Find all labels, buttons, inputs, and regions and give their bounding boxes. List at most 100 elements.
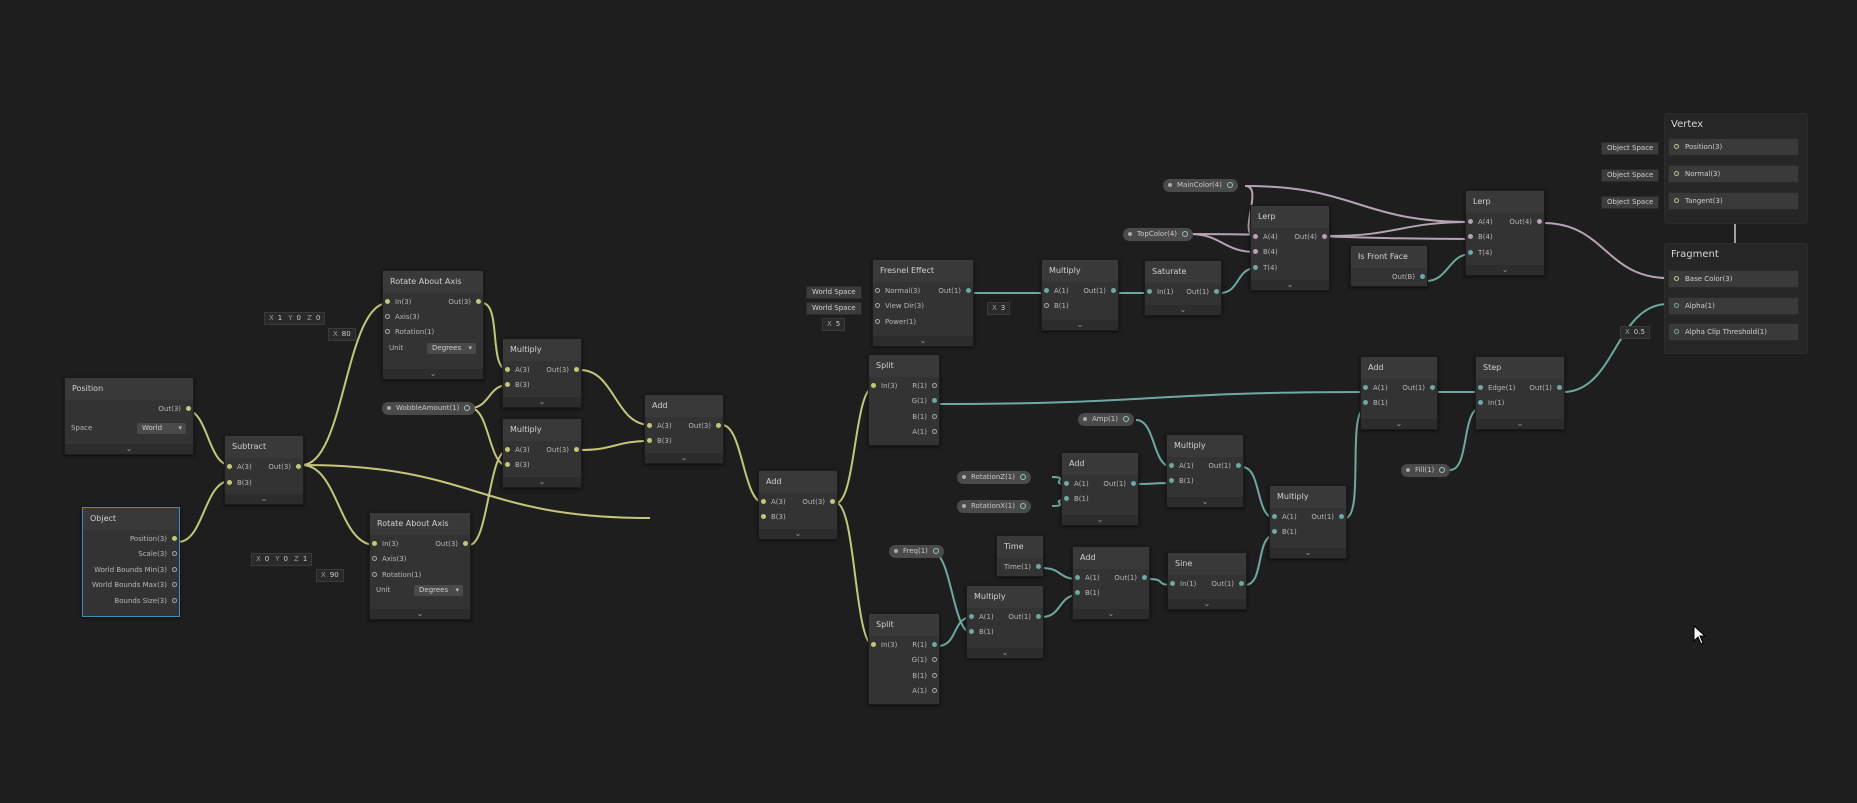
node-multiply-2[interactable]: Multiply A(3) B(3) Out(3) ⌄ <box>502 418 582 488</box>
port-a[interactable]: A(1) <box>1270 510 1297 524</box>
port-a[interactable]: A(4) <box>1466 215 1493 229</box>
node-sine[interactable]: Sine In(1) Out(1) ⌄ <box>1167 552 1247 610</box>
port-out[interactable]: Out(3) <box>688 419 723 433</box>
node-multiply-3[interactable]: Multiply A(1) B(1) Out(1) ⌄ <box>1041 259 1119 331</box>
chevron-down-icon[interactable]: ⌄ <box>1073 609 1149 619</box>
port-bounds-max[interactable]: World Bounds Max(3) <box>92 578 179 592</box>
port-in[interactable]: In(3) <box>383 295 411 309</box>
port-in[interactable]: In(3) <box>869 379 897 393</box>
port-b[interactable]: B(1) <box>1042 299 1069 313</box>
port-a[interactable]: A(1) <box>912 425 939 439</box>
chevron-down-icon[interactable]: ⌄ <box>1168 599 1246 609</box>
port-b[interactable]: B(3) <box>645 434 672 448</box>
port-b[interactable]: B(1) <box>1167 474 1194 488</box>
chevron-down-icon[interactable]: ⌄ <box>503 397 581 407</box>
node-object[interactable]: Object Position(3) Scale(3) World Bounds… <box>82 507 180 617</box>
port-axis[interactable]: Axis(3) <box>370 552 406 566</box>
port-a[interactable]: A(1) <box>1167 459 1194 473</box>
node-lerp-1[interactable]: Lerp A(4) B(4) T(4) Out(4) ⌄ <box>1250 205 1330 291</box>
port-position[interactable]: Position(3) <box>130 532 179 546</box>
port-b[interactable]: B(3) <box>225 476 252 490</box>
chevron-down-icon[interactable]: ⌄ <box>1466 265 1544 275</box>
port-t[interactable]: T(4) <box>1466 246 1492 260</box>
port-normal[interactable]: Normal(3) <box>873 284 920 298</box>
port-g[interactable]: G(1) <box>912 653 939 667</box>
fragment-block-alpha[interactable]: Alpha(1) <box>1668 297 1799 315</box>
port-bounds-min[interactable]: World Bounds Min(3) <box>94 563 179 577</box>
port-out[interactable]: Out(4) <box>1509 215 1544 229</box>
port-out[interactable]: Out(1) <box>1103 477 1138 491</box>
node-position[interactable]: Position Out(3) Space World ⌄ <box>64 377 194 455</box>
port-a[interactable]: A(4) <box>1251 230 1278 244</box>
port-in[interactable]: In(3) <box>869 638 897 652</box>
port-out[interactable]: Out(1) <box>1008 610 1043 624</box>
vertex-block-tangent[interactable]: Tangent(3) <box>1668 192 1799 210</box>
node-lerp-2[interactable]: Lerp A(4) B(4) T(4) Out(4) ⌄ <box>1465 190 1545 276</box>
port-b[interactable]: B(1) <box>1361 396 1388 410</box>
port-a[interactable]: A(3) <box>759 495 786 509</box>
port-a[interactable]: A(1) <box>1073 571 1100 585</box>
port-view-dir[interactable]: View Dir(3) <box>873 299 924 313</box>
unit-dropdown[interactable]: Degrees <box>427 343 476 354</box>
chevron-down-icon[interactable]: ⌄ <box>1042 320 1118 330</box>
property-wobble-amount[interactable]: WobbleAmount(1) <box>382 402 476 415</box>
chevron-down-icon[interactable]: ⌄ <box>65 444 193 454</box>
port-out[interactable]: Out(3) <box>268 460 303 474</box>
chevron-down-icon[interactable]: ⌄ <box>1062 515 1138 525</box>
port-b[interactable]: B(1) <box>1062 492 1089 506</box>
chevron-down-icon[interactable]: ⌄ <box>1270 548 1346 558</box>
node-add-3[interactable]: Add A(1) B(1) Out(1) ⌄ <box>1360 356 1438 430</box>
port-a[interactable]: A(1) <box>912 684 939 698</box>
vertex-normal-space[interactable]: Object Space <box>1601 169 1660 182</box>
port-time[interactable]: Time(1) <box>1004 560 1043 574</box>
node-saturate[interactable]: Saturate In(1) Out(1) ⌄ <box>1144 260 1222 316</box>
port-out[interactable]: Out(3) <box>435 537 470 551</box>
chevron-down-icon[interactable]: ⌄ <box>1145 305 1221 315</box>
property-rotation-z[interactable]: RotationZ(1) <box>957 471 1031 484</box>
port-out[interactable]: Out(3) <box>448 295 483 309</box>
fragment-block-base-color[interactable]: Base Color(3) <box>1668 270 1799 288</box>
port-power[interactable]: Power(1) <box>873 315 916 329</box>
chevron-down-icon[interactable]: ⌄ <box>225 494 303 504</box>
port-b[interactable]: B(3) <box>503 458 530 472</box>
port-a[interactable]: A(1) <box>1042 284 1069 298</box>
node-time[interactable]: Time Time(1) <box>996 535 1044 577</box>
port-b[interactable]: B(1) <box>1073 586 1100 600</box>
port-b[interactable]: B(3) <box>503 378 530 392</box>
vertex-block-position[interactable]: Position(3) <box>1668 138 1799 156</box>
chevron-down-icon[interactable]: ⌄ <box>503 477 581 487</box>
node-subtract[interactable]: Subtract A(3) B(3) Out(3) ⌄ <box>224 435 304 505</box>
chevron-down-icon[interactable]: ⌄ <box>370 609 470 619</box>
chevron-down-icon[interactable]: ⌄ <box>1361 419 1437 429</box>
chevron-down-icon[interactable]: ⌄ <box>1251 280 1329 290</box>
port-out[interactable]: Out(4) <box>1294 230 1329 244</box>
port-scale[interactable]: Scale(3) <box>138 547 179 561</box>
port-b[interactable]: B(1) <box>967 625 994 639</box>
port-out[interactable]: Out(B) <box>1392 270 1427 284</box>
port-b[interactable]: B(1) <box>1270 525 1297 539</box>
node-step[interactable]: Step Edge(1) In(1) Out(1) ⌄ <box>1475 356 1565 430</box>
port-out[interactable]: Out(1) <box>1311 510 1346 524</box>
node-is-front-face[interactable]: Is Front Face Out(B) <box>1350 245 1428 287</box>
chevron-down-icon[interactable]: ⌄ <box>759 529 837 539</box>
node-rotate-about-axis-1[interactable]: Rotate About Axis In(3) Axis(3) Rotation… <box>382 270 484 380</box>
chevron-down-icon[interactable]: ⌄ <box>645 453 723 463</box>
port-a[interactable]: A(3) <box>225 460 252 474</box>
port-axis[interactable]: Axis(3) <box>383 310 419 324</box>
port-t[interactable]: T(4) <box>1251 261 1277 275</box>
port-in[interactable]: In(1) <box>1145 285 1173 299</box>
port-a[interactable]: A(1) <box>967 610 994 624</box>
port-b[interactable]: B(3) <box>759 510 786 524</box>
port-bounds-size[interactable]: Bounds Size(3) <box>114 594 179 608</box>
port-out[interactable]: Out(3) <box>158 402 193 416</box>
port-b[interactable]: B(4) <box>1251 245 1278 259</box>
port-out[interactable]: Out(1) <box>1114 571 1149 585</box>
port-out[interactable]: Out(3) <box>802 495 837 509</box>
port-g[interactable]: G(1) <box>912 394 939 408</box>
port-out[interactable]: Out(1) <box>1208 459 1243 473</box>
